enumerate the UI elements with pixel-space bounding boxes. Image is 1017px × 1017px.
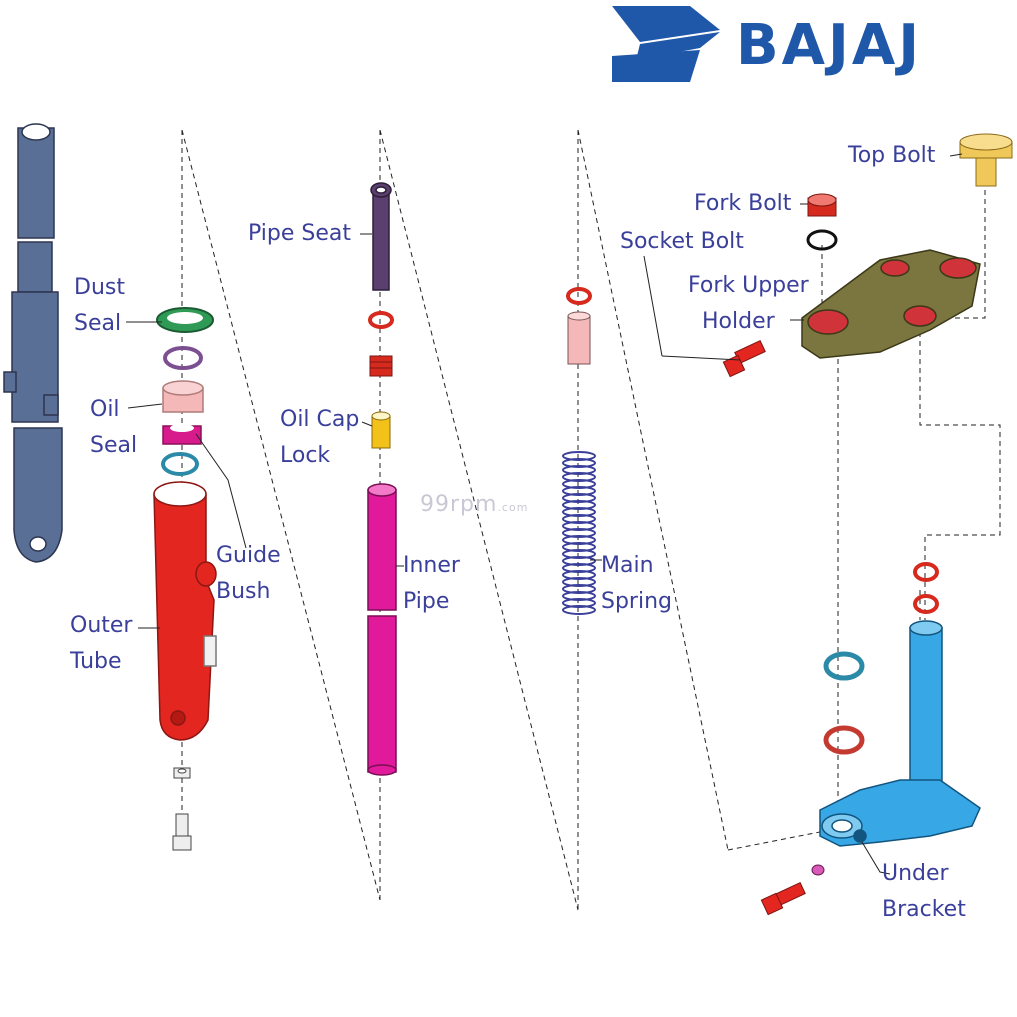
guide-bush-part bbox=[162, 424, 202, 445]
label-outer-tube-line1: Outer bbox=[70, 613, 133, 638]
fork-bolt-oring bbox=[806, 229, 838, 251]
washer-red-1 bbox=[368, 311, 394, 329]
label-inner-pipe: Inner Pipe bbox=[403, 548, 460, 620]
label-oil-cap-lock-line2: Lock bbox=[280, 443, 331, 468]
label-oil-seal-line2: Seal bbox=[90, 433, 138, 458]
label-under-bracket: Under Bracket bbox=[882, 856, 966, 928]
label-fork-upper-holder: Fork Upper Holder bbox=[688, 268, 809, 340]
spring-coil bbox=[562, 605, 596, 615]
socket-bolt-part bbox=[722, 339, 766, 378]
spacer-part bbox=[567, 311, 591, 365]
pipe-seat-part bbox=[370, 182, 392, 291]
oring-purple bbox=[163, 346, 203, 370]
label-main-spring-line1: Main bbox=[601, 553, 654, 578]
fork-bolt-part bbox=[807, 193, 837, 217]
label-guide-bush: Guide Bush bbox=[216, 538, 281, 610]
leader-lines bbox=[126, 153, 963, 875]
watermark-suffix: .com bbox=[497, 501, 529, 514]
inner-pipe-part bbox=[367, 483, 397, 776]
label-dust-seal-line2: Seal bbox=[74, 311, 122, 336]
drain-washer bbox=[173, 767, 191, 779]
label-oil-seal-line1: Oil bbox=[90, 397, 120, 422]
bearing-blue bbox=[823, 651, 865, 681]
label-outer-tube-line2: Tube bbox=[70, 649, 122, 674]
watermark: 99rpm.com bbox=[420, 492, 528, 517]
label-oil-cap-lock: Oil Cap Lock bbox=[280, 402, 359, 474]
label-dust-seal: Dust Seal bbox=[74, 270, 125, 342]
washer-red-4 bbox=[913, 594, 939, 614]
label-socket-bolt: Socket Bolt bbox=[620, 229, 744, 254]
label-under-bracket-line2: Bracket bbox=[882, 897, 966, 922]
oil-cap-lock-part bbox=[371, 411, 391, 449]
label-pipe-seat: Pipe Seat bbox=[248, 221, 351, 246]
fork-upper-holder-part bbox=[801, 249, 981, 359]
label-fork-bolt: Fork Bolt bbox=[694, 191, 792, 216]
bearing-red bbox=[823, 725, 865, 755]
oil-seal-part bbox=[162, 380, 204, 413]
outer-tube-part bbox=[153, 481, 217, 741]
washer-red-3 bbox=[913, 562, 939, 582]
lower-washer bbox=[811, 864, 825, 876]
socket-bolt-leader bbox=[643, 255, 663, 357]
washer-red-2 bbox=[566, 287, 592, 305]
under-bracket-part bbox=[819, 620, 981, 847]
label-inner-pipe-line1: Inner bbox=[403, 553, 460, 578]
main-spring-part bbox=[562, 451, 596, 615]
label-main-spring: Main Spring bbox=[601, 548, 672, 620]
label-outer-tube: Outer Tube bbox=[70, 608, 132, 680]
label-top-bolt: Top Bolt bbox=[848, 143, 936, 168]
label-oil-seal: Oil Seal bbox=[90, 392, 137, 464]
socket-bolt-leader-2 bbox=[661, 355, 741, 361]
label-under-bracket-line1: Under bbox=[882, 861, 949, 886]
label-guide-bush-line1: Guide bbox=[216, 543, 281, 568]
drain-bolt bbox=[172, 813, 192, 851]
dust-seal-part bbox=[156, 307, 214, 333]
label-fork-upper-holder-line2: Holder bbox=[702, 309, 775, 334]
top-bolt-part bbox=[959, 133, 1013, 187]
label-oil-cap-lock-line1: Oil Cap bbox=[280, 407, 360, 432]
watermark-main: 99rpm bbox=[420, 492, 498, 517]
label-guide-bush-line2: Bush bbox=[216, 579, 271, 604]
label-inner-pipe-line2: Pipe bbox=[403, 589, 450, 614]
label-fork-upper-holder-line1: Fork Upper bbox=[688, 273, 809, 298]
brand-wordmark: BAJAJ bbox=[736, 13, 923, 78]
threaded-plug-part bbox=[369, 355, 393, 377]
label-dust-seal-line1: Dust bbox=[74, 275, 125, 300]
bajaj-logo-mark bbox=[612, 6, 720, 82]
label-main-spring-line2: Spring bbox=[601, 589, 672, 614]
fork-leg-part bbox=[3, 123, 63, 563]
lower-bolt-part bbox=[760, 881, 806, 916]
oring-teal bbox=[161, 452, 199, 476]
